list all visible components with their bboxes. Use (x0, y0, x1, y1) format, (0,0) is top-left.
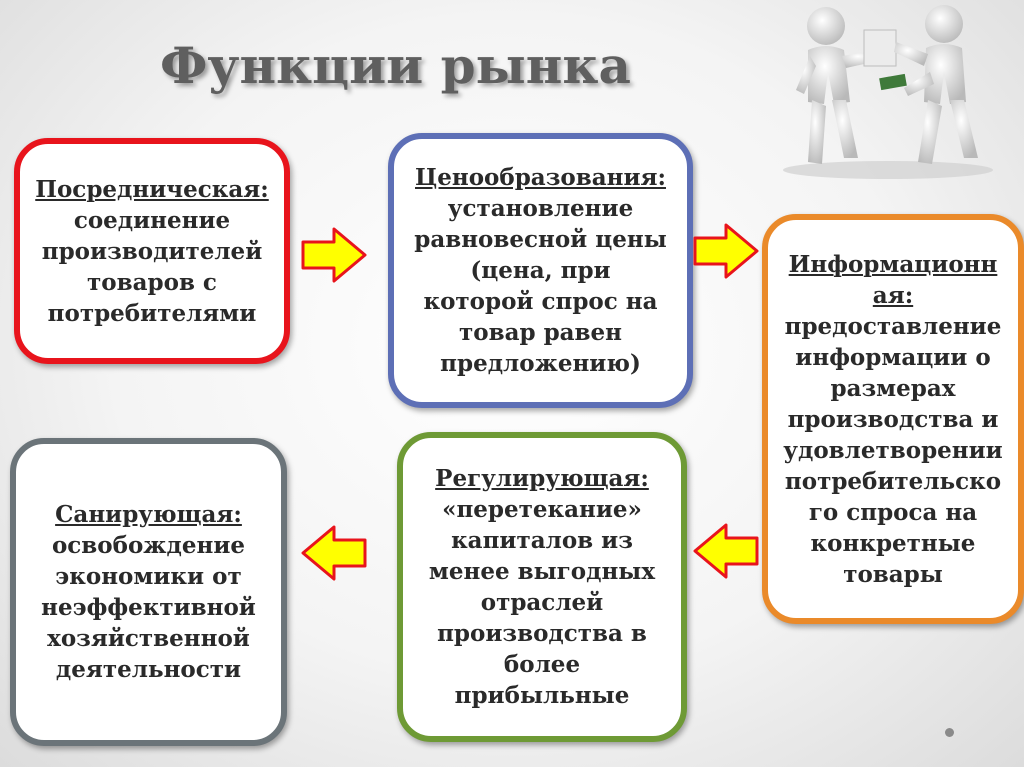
two-people-exchange-icon (768, 2, 1008, 182)
box-posrednicheskaya: Посредническая: соединение производителе… (14, 138, 290, 364)
box-posrednicheskaya-head: Посредническая: (35, 174, 268, 205)
box-informatsionnaya-text: предоставление информации о размерах про… (783, 311, 1002, 590)
box-reguliruyushchaya-text: «перетекание» капиталов из менее выгодны… (429, 494, 655, 711)
box-tsenoobrazovaniya-text: установление равновесной цены (цена, при… (414, 193, 667, 379)
slide-indicator (945, 728, 954, 737)
box-reguliruyushchaya: Регулирующая: «перетекание» капиталов из… (397, 432, 687, 742)
arrow-left-icon (300, 524, 368, 582)
box-saniruyushchaya: Санирующая: освобождение экономики от не… (10, 438, 287, 746)
box-reguliruyushchaya-head: Регулирующая: (435, 463, 649, 494)
box-tsenoobrazovaniya-head: Ценообразования: (415, 162, 666, 193)
box-saniruyushchaya-text: освобождение экономики от неэффективной … (41, 530, 256, 685)
box-informatsionnaya: Информационн ая: предоставление информац… (762, 214, 1024, 624)
arrow-right-icon (692, 222, 760, 280)
page-title: Функции рынка (160, 36, 631, 95)
box-informatsionnaya-head: Информационн ая: (789, 249, 998, 311)
arrow-right-icon (300, 226, 368, 284)
arrow-left-icon (692, 522, 760, 580)
box-posrednicheskaya-text: соединение производителей товаров с потр… (42, 205, 263, 329)
box-tsenoobrazovaniya: Ценообразования: установление равновесно… (388, 133, 693, 408)
box-saniruyushchaya-head: Санирующая: (55, 499, 242, 530)
